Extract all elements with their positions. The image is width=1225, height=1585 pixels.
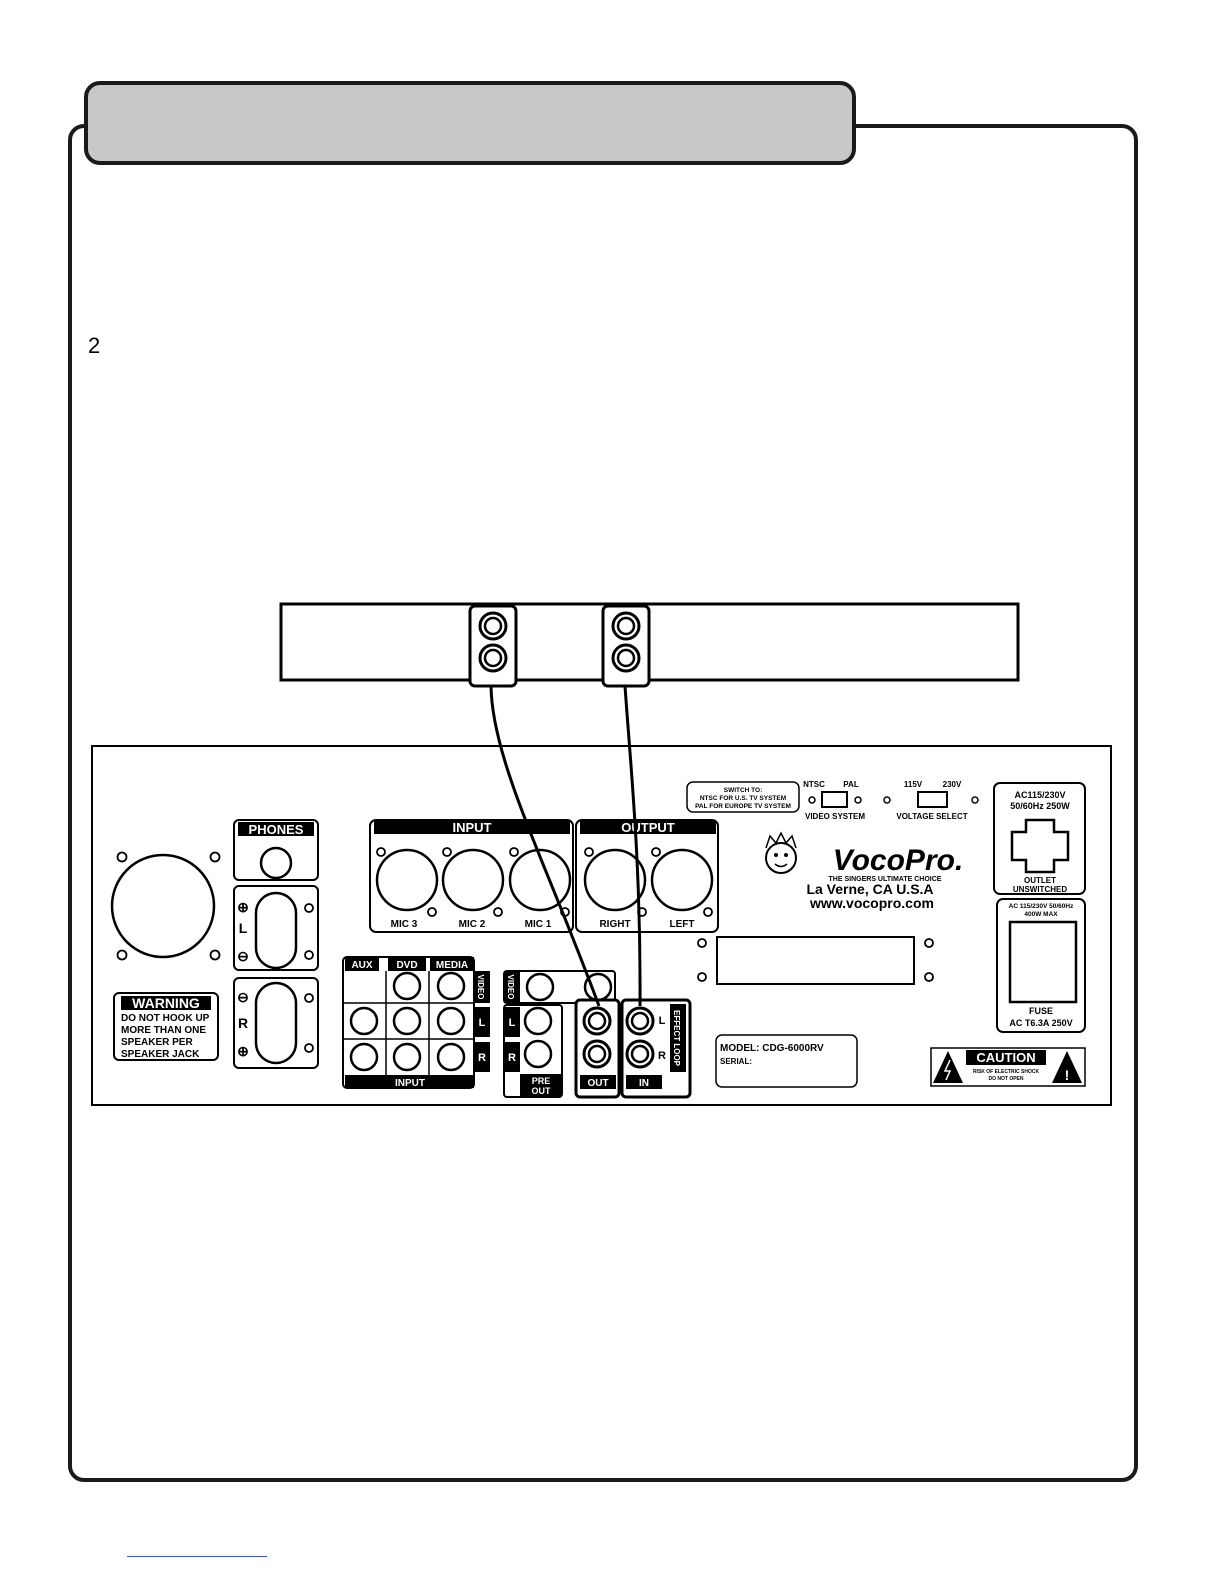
caution-title: CAUTION	[976, 1050, 1035, 1065]
svg-text:AC115/230V: AC115/230V	[1014, 790, 1065, 800]
exclamation-warning-icon	[1052, 1051, 1082, 1083]
outlet-socket-icon	[1010, 818, 1070, 874]
main-output-label: OUTPUT	[621, 820, 675, 835]
video-row-label: VIDEO	[476, 975, 485, 1000]
l-row-label: L	[479, 1017, 486, 1029]
effect-loop-label: EFFECT LOOP	[672, 1010, 681, 1067]
svg-text:AC 115/230V 50/60Hz: AC 115/230V 50/60Hz	[1009, 903, 1074, 910]
effect-out-label: OUT	[587, 1078, 608, 1089]
shock-warning-icon	[933, 1051, 963, 1083]
warning-line: DO NOT HOOK UP	[121, 1013, 210, 1024]
svg-text:⊖: ⊖	[237, 948, 249, 964]
website-label: www.vocopro.com	[809, 895, 934, 911]
svg-text:R: R	[508, 1052, 516, 1064]
model-plate	[715, 1034, 858, 1088]
mic2-jack	[441, 848, 505, 912]
effects-unit-jack	[478, 611, 508, 641]
svg-text:50/60Hz 250W: 50/60Hz 250W	[1010, 801, 1070, 811]
output-left-jack	[650, 848, 714, 912]
mic3-jack	[375, 848, 439, 912]
serial-label: SERIAL:	[720, 1057, 752, 1066]
svg-text:!: !	[1065, 1067, 1070, 1083]
warning-line: SPEAKER JACK	[121, 1049, 200, 1060]
brand-tagline: THE SINGERS ULTIMATE CHOICE	[829, 876, 942, 883]
brand-logo: VocoPro.	[833, 844, 964, 877]
svg-text:VIDEO: VIDEO	[506, 975, 515, 1000]
aux-label: AUX	[351, 960, 372, 971]
svg-text:⊖: ⊖	[237, 989, 249, 1005]
svg-text:SWITCH TO:: SWITCH TO:	[724, 787, 763, 794]
cable-to-effect-out	[489, 685, 601, 1007]
v230-label: 230V	[943, 780, 962, 789]
warning-title: WARNING	[132, 995, 200, 1011]
video-system-label: VIDEO SYSTEM	[805, 812, 865, 821]
media-label: MEDIA	[436, 960, 468, 971]
phones-jack	[259, 846, 293, 880]
power-inlet	[1008, 920, 1078, 1004]
mic-input-label: INPUT	[453, 820, 492, 835]
ntsc-label: NTSC	[803, 780, 825, 789]
section-header-tab	[84, 81, 856, 165]
phones-label: PHONES	[249, 822, 304, 837]
video-switch-note	[686, 781, 800, 813]
svg-text:⊕: ⊕	[237, 899, 249, 915]
page-number: 2	[88, 333, 101, 358]
svg-text:FUSE: FUSE	[1029, 1006, 1053, 1016]
svg-text:OUT: OUT	[532, 1086, 552, 1096]
svg-text:400W MAX: 400W MAX	[1024, 911, 1058, 918]
pre-out-label: PRE	[532, 1076, 551, 1086]
speaker-left-label: L	[239, 920, 248, 936]
warning-line: SPEAKER PER	[121, 1037, 193, 1048]
pal-label: PAL	[843, 780, 859, 789]
svg-text:L: L	[509, 1017, 516, 1029]
dvd-label: DVD	[396, 960, 417, 971]
effects-unit-jack	[478, 643, 508, 673]
svg-text:R: R	[658, 1050, 666, 1062]
svg-text:AC T6.3A 250V: AC T6.3A 250V	[1009, 1018, 1072, 1028]
voltage-switch[interactable]	[917, 791, 948, 808]
mic1-label: MIC 1	[525, 919, 552, 930]
svg-text:OUTLET: OUTLET	[1024, 876, 1056, 885]
svg-text:DO NOT OPEN: DO NOT OPEN	[988, 1076, 1023, 1082]
output-right-jack	[583, 848, 647, 912]
fan-vent	[110, 853, 216, 959]
r-row-label: R	[478, 1052, 486, 1064]
video-system-switch[interactable]	[821, 791, 848, 808]
lion-logo-icon	[765, 831, 797, 874]
effects-unit-jack	[611, 643, 641, 673]
output-right-label: RIGHT	[599, 919, 630, 930]
effect-in-label: IN	[639, 1078, 649, 1089]
output-left-label: LEFT	[670, 919, 695, 930]
cable-to-effect-in	[623, 685, 642, 1007]
mic3-label: MIC 3	[391, 919, 418, 930]
footer-link-underline[interactable]	[127, 1556, 267, 1557]
svg-text:RISK OF ELECTRIC SHOCK: RISK OF ELECTRIC SHOCK	[973, 1069, 1040, 1075]
voltage-select-label: VOLTAGE SELECT	[896, 812, 967, 821]
svg-text:NTSC FOR U.S. TV SYSTEM: NTSC FOR U.S. TV SYSTEM	[700, 795, 786, 802]
svg-text:⊕: ⊕	[237, 1043, 249, 1059]
model-label: MODEL: CDG-6000RV	[720, 1043, 824, 1054]
blank-plate	[716, 936, 915, 985]
effects-unit-jack	[611, 611, 641, 641]
svg-text:PAL FOR EUROPE TV SYSTEM: PAL FOR EUROPE TV SYSTEM	[695, 803, 791, 810]
speaker-right-label: R	[238, 1015, 248, 1031]
svg-text:L: L	[659, 1015, 666, 1027]
warning-line: MORE THAN ONE	[121, 1025, 206, 1036]
v115-label: 115V	[904, 780, 923, 789]
rca-input-label: INPUT	[395, 1078, 425, 1089]
mic2-label: MIC 2	[459, 919, 486, 930]
svg-text:UNSWITCHED: UNSWITCHED	[1013, 885, 1067, 894]
city-label: La Verne, CA U.S.A	[806, 881, 933, 897]
